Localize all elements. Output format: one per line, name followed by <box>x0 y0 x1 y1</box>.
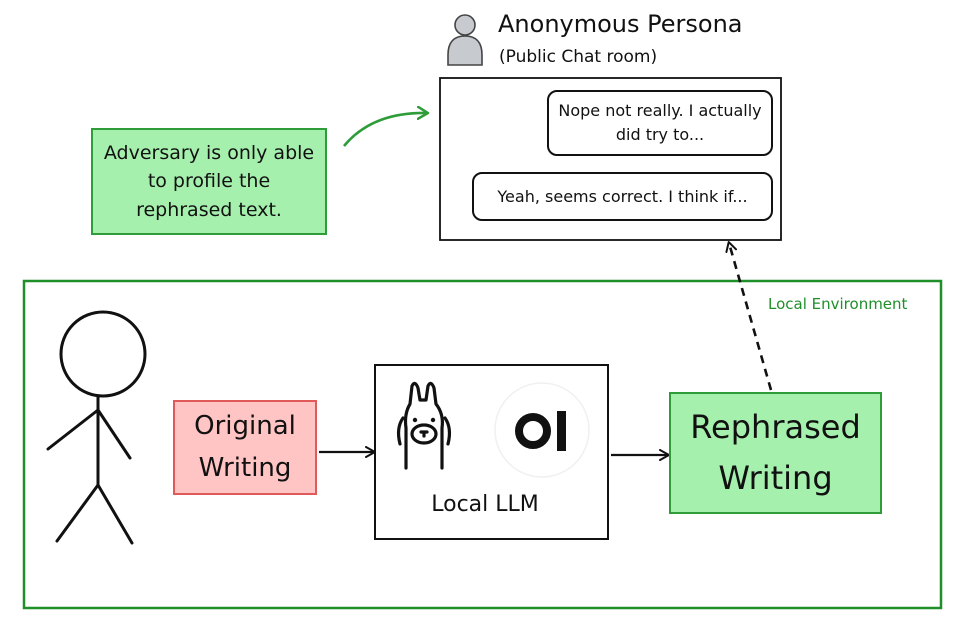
local-llm-label: Local LLM <box>431 492 539 517</box>
user-silhouette-icon <box>447 14 483 66</box>
local-llm-box <box>374 364 609 540</box>
arrow-note-to-chat <box>342 113 427 147</box>
person-stick-figure-icon <box>46 310 147 545</box>
ollama-oi-icon <box>515 411 566 451</box>
chat-message-2: Yeah, seems correct. I think if... <box>472 172 773 221</box>
rephrased-writing-box: Rephrased Writing <box>669 392 882 514</box>
local-environment-frame <box>22 279 943 610</box>
chat-message-1: Nope not really. I actually did try to..… <box>547 90 773 156</box>
llm-icons <box>396 381 590 478</box>
adversary-note: Adversary is only able to profile the re… <box>91 128 327 235</box>
original-writing-box: Original Writing <box>173 400 317 495</box>
local-environment-label: Local Environment <box>768 295 908 313</box>
persona-subtitle: (Public Chat room) <box>499 47 658 67</box>
persona-title: Anonymous Persona <box>498 10 743 38</box>
arrow-rephrased-to-chat-dashed <box>725 241 773 391</box>
llama-icon <box>396 381 452 470</box>
